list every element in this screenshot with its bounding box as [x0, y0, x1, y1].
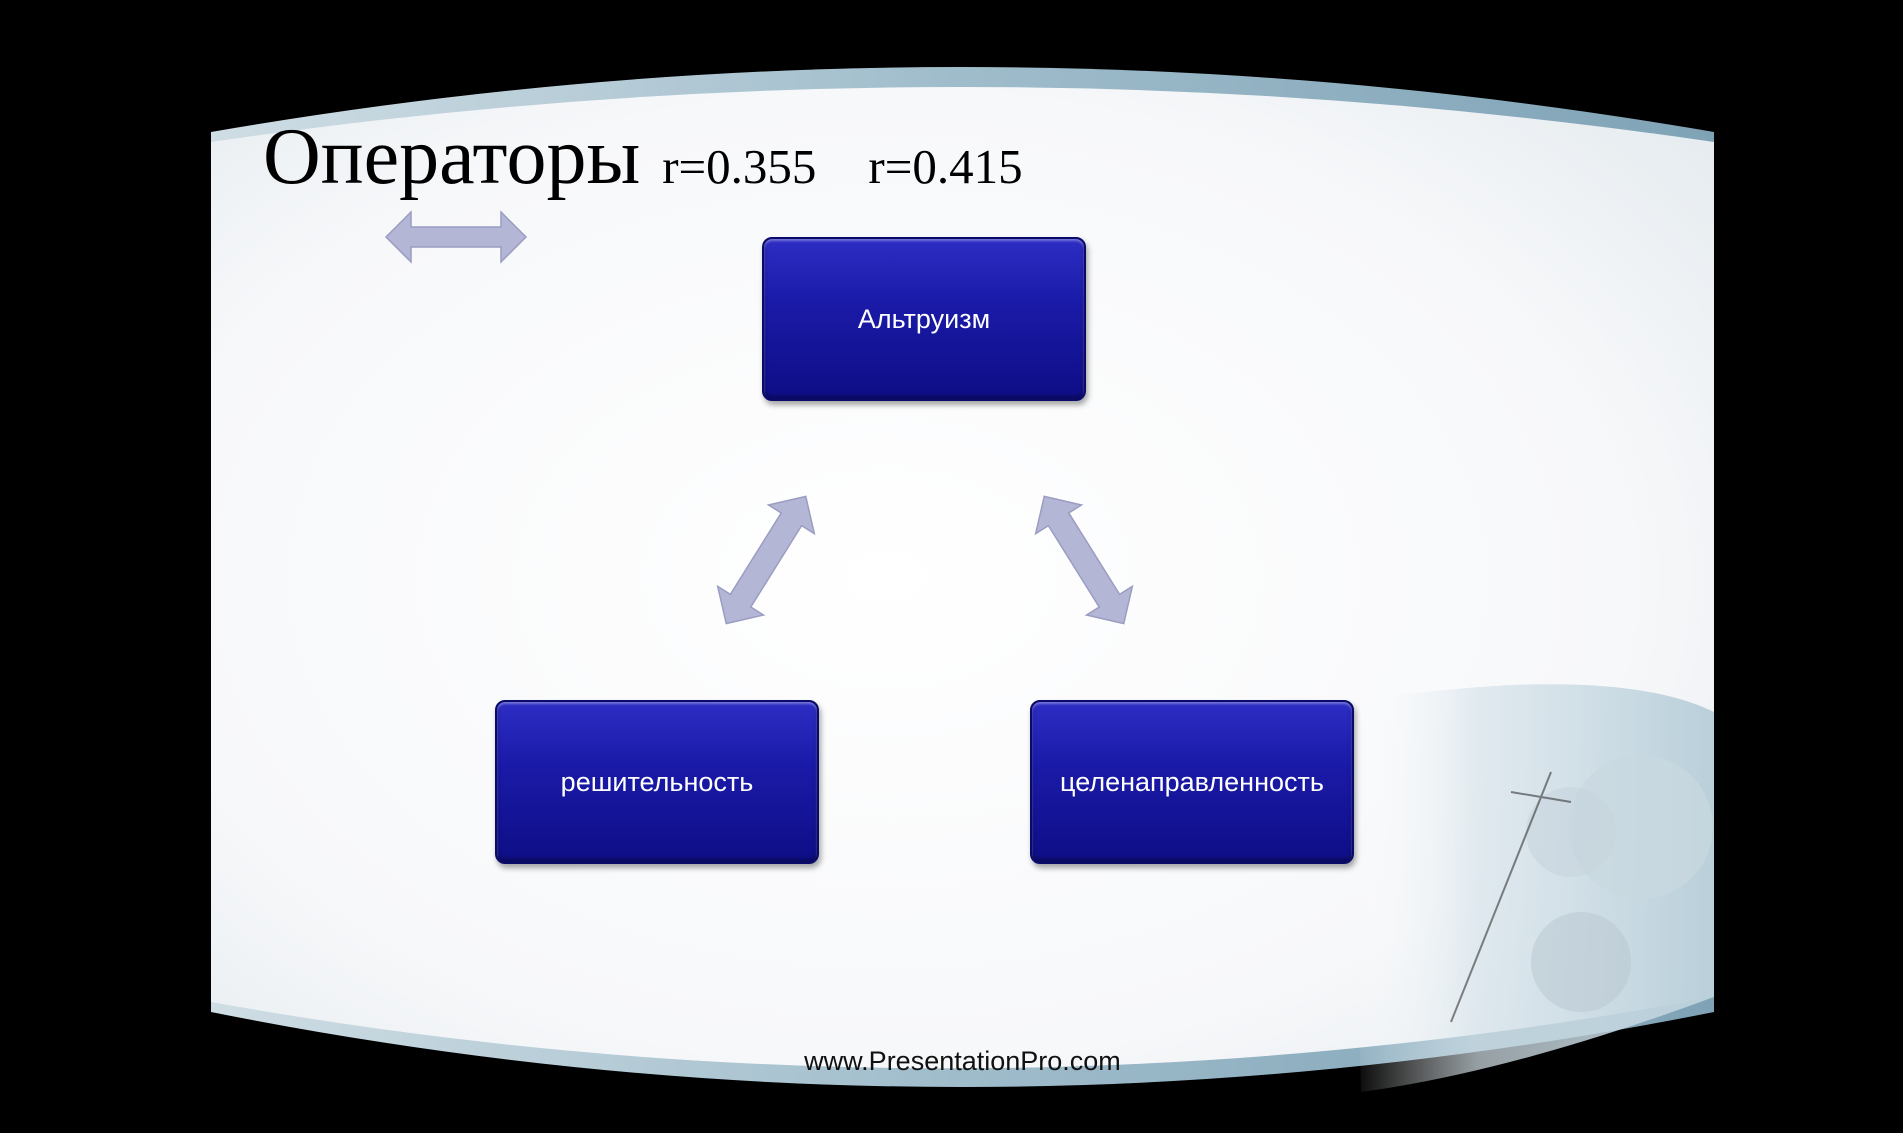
- title-row: Операторы r=0.355 r=0.415: [263, 112, 1023, 212]
- node-decisiveness: решительность: [495, 700, 819, 864]
- slide-title: Операторы: [263, 113, 641, 201]
- node-purposefulness: целенаправленность: [1030, 700, 1354, 864]
- connector-right-double-arrow: [1034, 495, 1134, 625]
- node-altruism: Альтруизм: [762, 237, 1086, 401]
- stat-r-first: r=0.355: [662, 139, 817, 194]
- slide: Операторы r=0.355 r=0.415 Альтруизм реши…: [211, 12, 1714, 1133]
- arrows-layer: [384, 210, 1134, 625]
- footer-url: www.PresentationPro.com: [804, 1046, 1121, 1076]
- stat-r-second: r=0.415: [868, 139, 1023, 194]
- connector-left-double-arrow: [716, 495, 816, 625]
- double-arrow-icon: [384, 210, 528, 264]
